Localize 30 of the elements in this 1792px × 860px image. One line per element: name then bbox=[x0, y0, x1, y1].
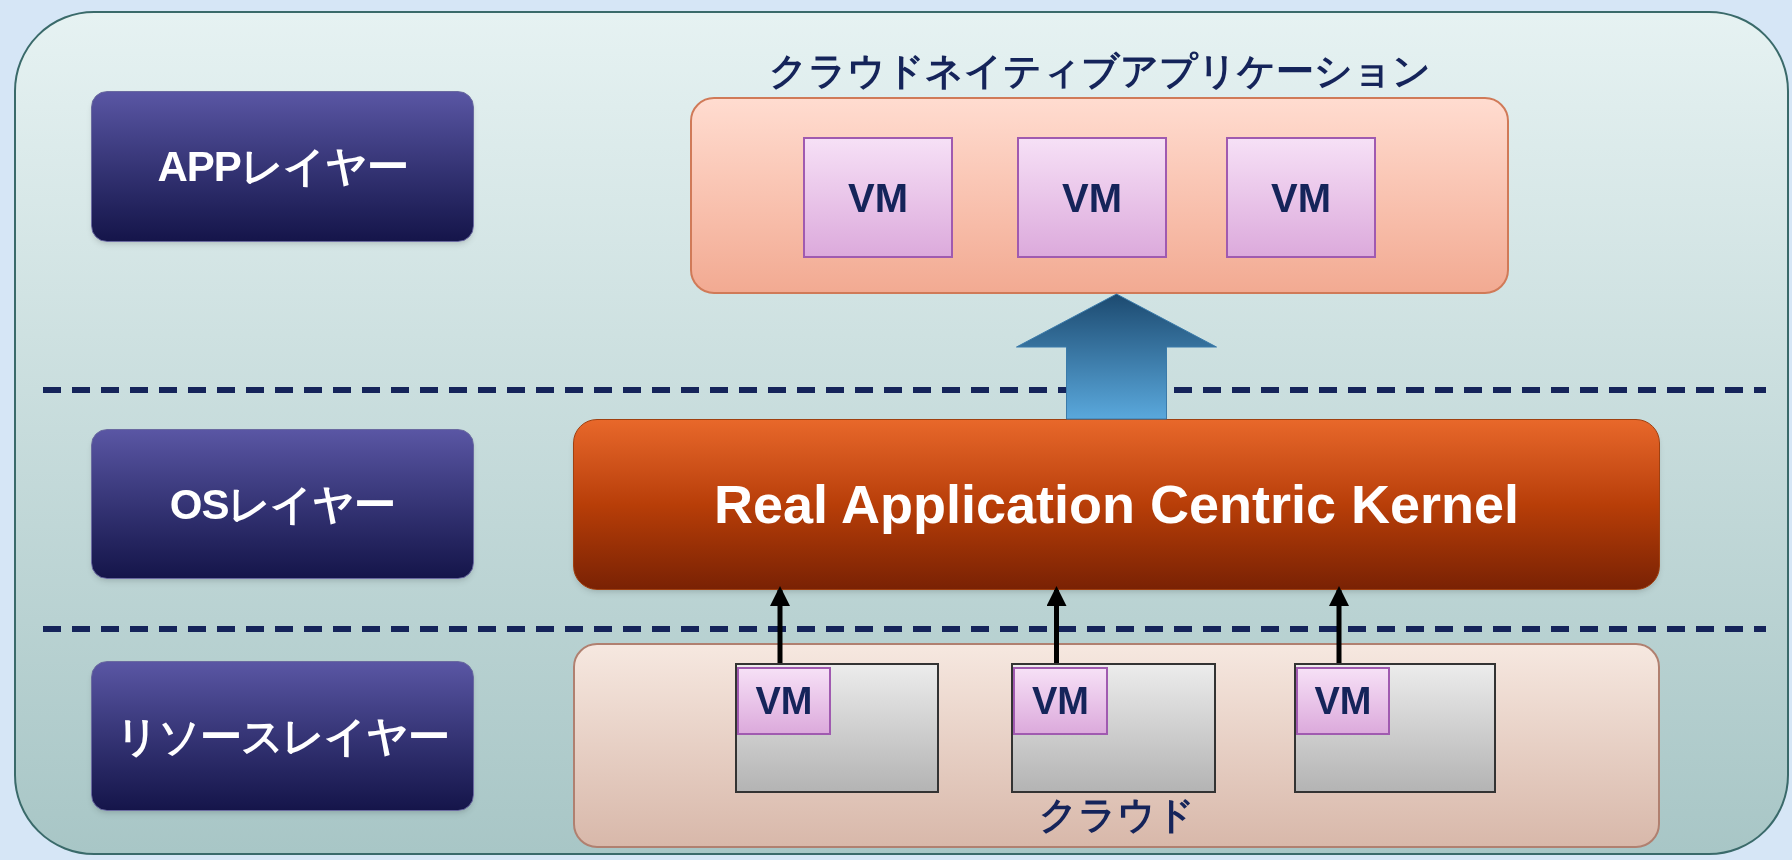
server-box bbox=[1011, 663, 1216, 793]
vm-box bbox=[1296, 667, 1390, 735]
layer-label-box bbox=[91, 91, 474, 242]
container-heading: クラウドネイティブアプリケーション bbox=[767, 49, 1432, 94]
layer-label: OSレイヤー bbox=[169, 479, 396, 530]
vm-label: VM bbox=[1271, 174, 1331, 222]
vm-box bbox=[803, 137, 953, 258]
kernel-label: Real Application Centric Kernel bbox=[713, 473, 1520, 536]
vm-box bbox=[737, 667, 831, 735]
layer-label: APPレイヤー bbox=[157, 142, 408, 192]
arrow bbox=[1046, 586, 1067, 663]
cloud-container bbox=[573, 643, 1660, 848]
vm-box bbox=[1013, 667, 1108, 735]
vm-label: VM bbox=[1314, 678, 1372, 724]
vm-box bbox=[1017, 137, 1167, 258]
arrow bbox=[770, 586, 790, 663]
layer-label: リソースレイヤー bbox=[115, 711, 450, 762]
vm-label: VM bbox=[755, 678, 813, 724]
vm-box bbox=[1226, 137, 1376, 258]
vm-label: VM bbox=[848, 174, 908, 222]
kernel-box bbox=[573, 419, 1660, 590]
server-box bbox=[1294, 663, 1496, 793]
block-arrow bbox=[1016, 293, 1217, 420]
container-heading: クラウド bbox=[1037, 793, 1196, 838]
arrow bbox=[1329, 586, 1349, 663]
vm-label: VM bbox=[1032, 678, 1089, 724]
layer-label-box bbox=[91, 661, 474, 811]
vm-label: VM bbox=[1062, 174, 1122, 222]
layer-label-box bbox=[91, 429, 474, 579]
server-box bbox=[735, 663, 939, 793]
